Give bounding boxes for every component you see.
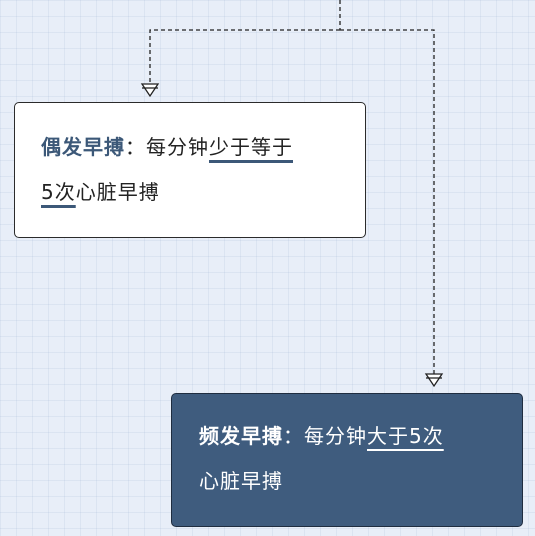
occasional-text-a: 每分钟 xyxy=(146,135,209,159)
occasional-highlight-b: 5次 xyxy=(41,180,76,204)
occasional-text-b: 心脏早搏 xyxy=(75,180,160,204)
arrowhead-to-frequent-icon xyxy=(424,373,444,388)
frequent-colon: ： xyxy=(283,424,304,448)
frequent-highlight-a: 大于5次 xyxy=(367,424,444,448)
frequent-term: 频发早搏 xyxy=(199,424,283,448)
frequent-text-a: 每分钟 xyxy=(304,424,367,448)
occasional-premature-beat-card: 偶发早搏：每分钟少于等于 5次心脏早搏 xyxy=(14,102,366,238)
connector-right-branch xyxy=(340,29,435,374)
connector-left-branch xyxy=(149,29,340,84)
occasional-term: 偶发早搏 xyxy=(41,135,125,159)
arrowhead-to-occasional-icon xyxy=(140,83,160,98)
frequent-text-b: 心脏早搏 xyxy=(199,469,283,493)
occasional-highlight-a: 少于等于 xyxy=(209,135,293,159)
frequent-premature-beat-card: 频发早搏：每分钟大于5次心脏早搏 xyxy=(171,393,523,527)
occasional-colon: ： xyxy=(125,135,146,159)
